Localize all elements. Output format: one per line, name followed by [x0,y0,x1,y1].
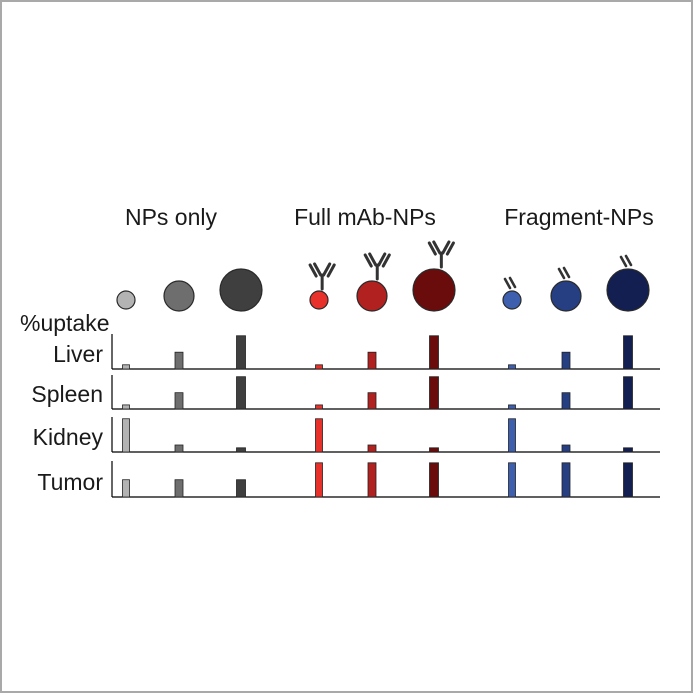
bar-kidney-full-mab-nps-large [429,447,439,453]
bar-liver-fragment-nps-large [623,335,633,370]
bar-spleen-full-mab-nps-large [429,376,439,410]
bar-liver-fragment-nps-medium [561,351,571,370]
bar-tumor-full-mab-nps-small [315,462,323,498]
organ-label-spleen: Spleen [31,381,103,407]
particle-nps-only-small [116,290,136,310]
bar-spleen-fragment-nps-small [508,404,516,410]
bar-tumor-nps-only-medium [174,479,184,498]
bar-spleen-full-mab-nps-medium [367,392,377,410]
bar-tumor-full-mab-nps-large [429,462,439,498]
group-title-full-mab-nps: Full mAb-NPs [294,204,436,230]
organ-label-tumor: Tumor [37,469,103,495]
bar-liver-nps-only-medium [174,351,184,370]
particle-nps-only-large [219,268,263,312]
bar-liver-full-mab-nps-small [315,364,323,370]
bar-spleen-nps-only-medium [174,392,184,410]
particle-fragment-nps-large [606,268,650,312]
fragment-icon [503,276,517,290]
bar-kidney-nps-only-medium [174,444,184,453]
bar-liver-full-mab-nps-large [429,335,439,370]
particle-nps-only-medium [163,280,195,312]
fragment-icon [557,266,571,280]
bar-spleen-fragment-nps-large [623,376,633,410]
organ-label-liver: Liver [53,341,103,367]
bar-kidney-fragment-nps-medium [561,444,571,453]
fragment-icon [619,254,633,268]
bar-tumor-fragment-nps-medium [561,462,571,498]
y-axis-label: %uptake [20,310,110,336]
bar-tumor-nps-only-large [236,479,246,498]
particle-full-mab-nps-large [412,268,456,312]
bar-spleen-fragment-nps-medium [561,392,571,410]
particle-fragment-nps-small [502,290,522,310]
organ-label-kidney: Kidney [33,424,104,450]
bar-liver-nps-only-small [122,364,130,370]
bar-spleen-nps-only-small [122,404,130,410]
bar-tumor-fragment-nps-large [623,462,633,498]
bar-spleen-nps-only-large [236,376,246,410]
bar-kidney-fragment-nps-large [623,447,633,453]
antibody-icon [363,252,391,281]
antibody-icon [308,262,336,291]
bar-kidney-full-mab-nps-medium [367,444,377,453]
particle-full-mab-nps-small [309,290,329,310]
bar-tumor-full-mab-nps-medium [367,462,377,498]
bar-kidney-full-mab-nps-small [315,418,323,453]
bar-tumor-fragment-nps-small [508,462,516,498]
bar-spleen-full-mab-nps-small [315,404,323,410]
particle-fragment-nps-medium [550,280,582,312]
bar-liver-nps-only-large [236,335,246,370]
group-title-nps-only: NPs only [125,204,218,230]
group-title-fragment-nps: Fragment-NPs [504,204,654,230]
bar-kidney-nps-only-large [236,447,246,453]
bar-tumor-nps-only-small [122,479,130,498]
bar-kidney-nps-only-small [122,418,130,453]
bar-liver-full-mab-nps-medium [367,351,377,370]
bar-kidney-fragment-nps-small [508,418,516,453]
bar-liver-fragment-nps-small [508,364,516,370]
particle-full-mab-nps-medium [356,280,388,312]
antibody-icon [427,240,455,269]
